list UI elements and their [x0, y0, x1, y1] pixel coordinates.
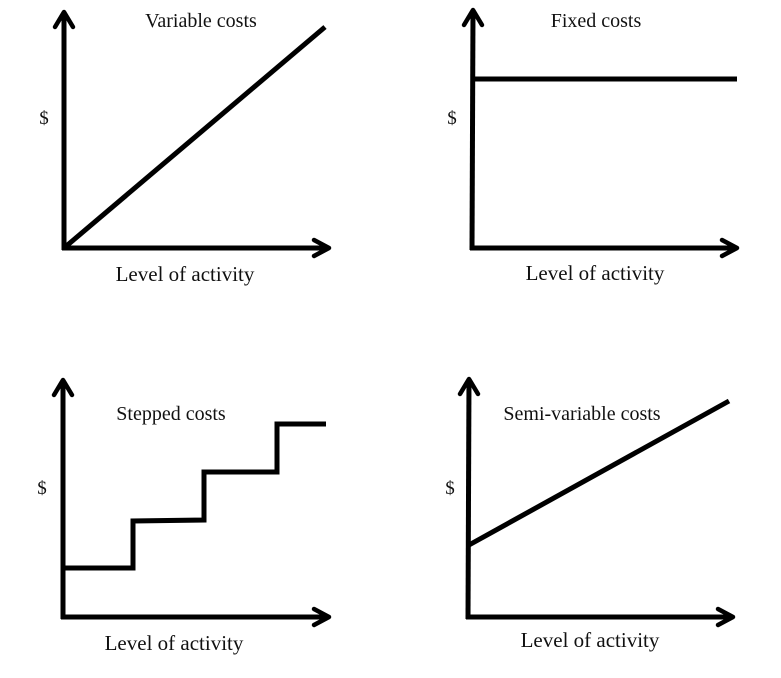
y-axis-arrow-icon — [52, 9, 76, 30]
panel-title: Fixed costs — [551, 10, 642, 32]
x-axis-arrow-icon — [311, 237, 332, 259]
x-axis-arrow-icon — [715, 606, 736, 628]
x-axis-label: Level of activity — [116, 262, 255, 286]
y-axis-label: $ — [37, 478, 47, 499]
y-axis-label: $ — [447, 108, 457, 129]
y-axis — [469, 9, 476, 251]
y-axis — [465, 378, 472, 620]
y-axis-arrow-icon — [457, 376, 481, 397]
x-axis-label: Level of activity — [105, 631, 244, 655]
semi-variable-cost-line — [467, 398, 731, 548]
y-axis-arrow-icon — [51, 377, 75, 398]
x-axis-arrow-icon — [311, 606, 332, 628]
y-axis-label: $ — [445, 478, 455, 499]
x-axis-label: Level of activity — [526, 261, 665, 285]
panel-stepped-costs: Stepped costs Level of activity $ — [37, 377, 332, 655]
panel-title: Variable costs — [145, 10, 257, 32]
variable-cost-line — [62, 25, 327, 250]
x-axis-arrow-icon — [719, 237, 740, 259]
panel-fixed-costs: Fixed costs Level of activity $ — [447, 7, 740, 285]
panel-title: Stepped costs — [116, 403, 226, 425]
x-axis-label: Level of activity — [521, 628, 660, 652]
y-axis-label: $ — [39, 108, 49, 129]
panel-variable-costs: Variable costs Level of activity $ — [39, 9, 332, 286]
y-axis-arrow-icon — [461, 7, 485, 28]
stepped-cost-line — [63, 421, 326, 571]
panel-semi-variable-costs: Semi-variable costs Level of activity $ — [445, 376, 736, 652]
panel-title: Semi-variable costs — [503, 403, 660, 425]
